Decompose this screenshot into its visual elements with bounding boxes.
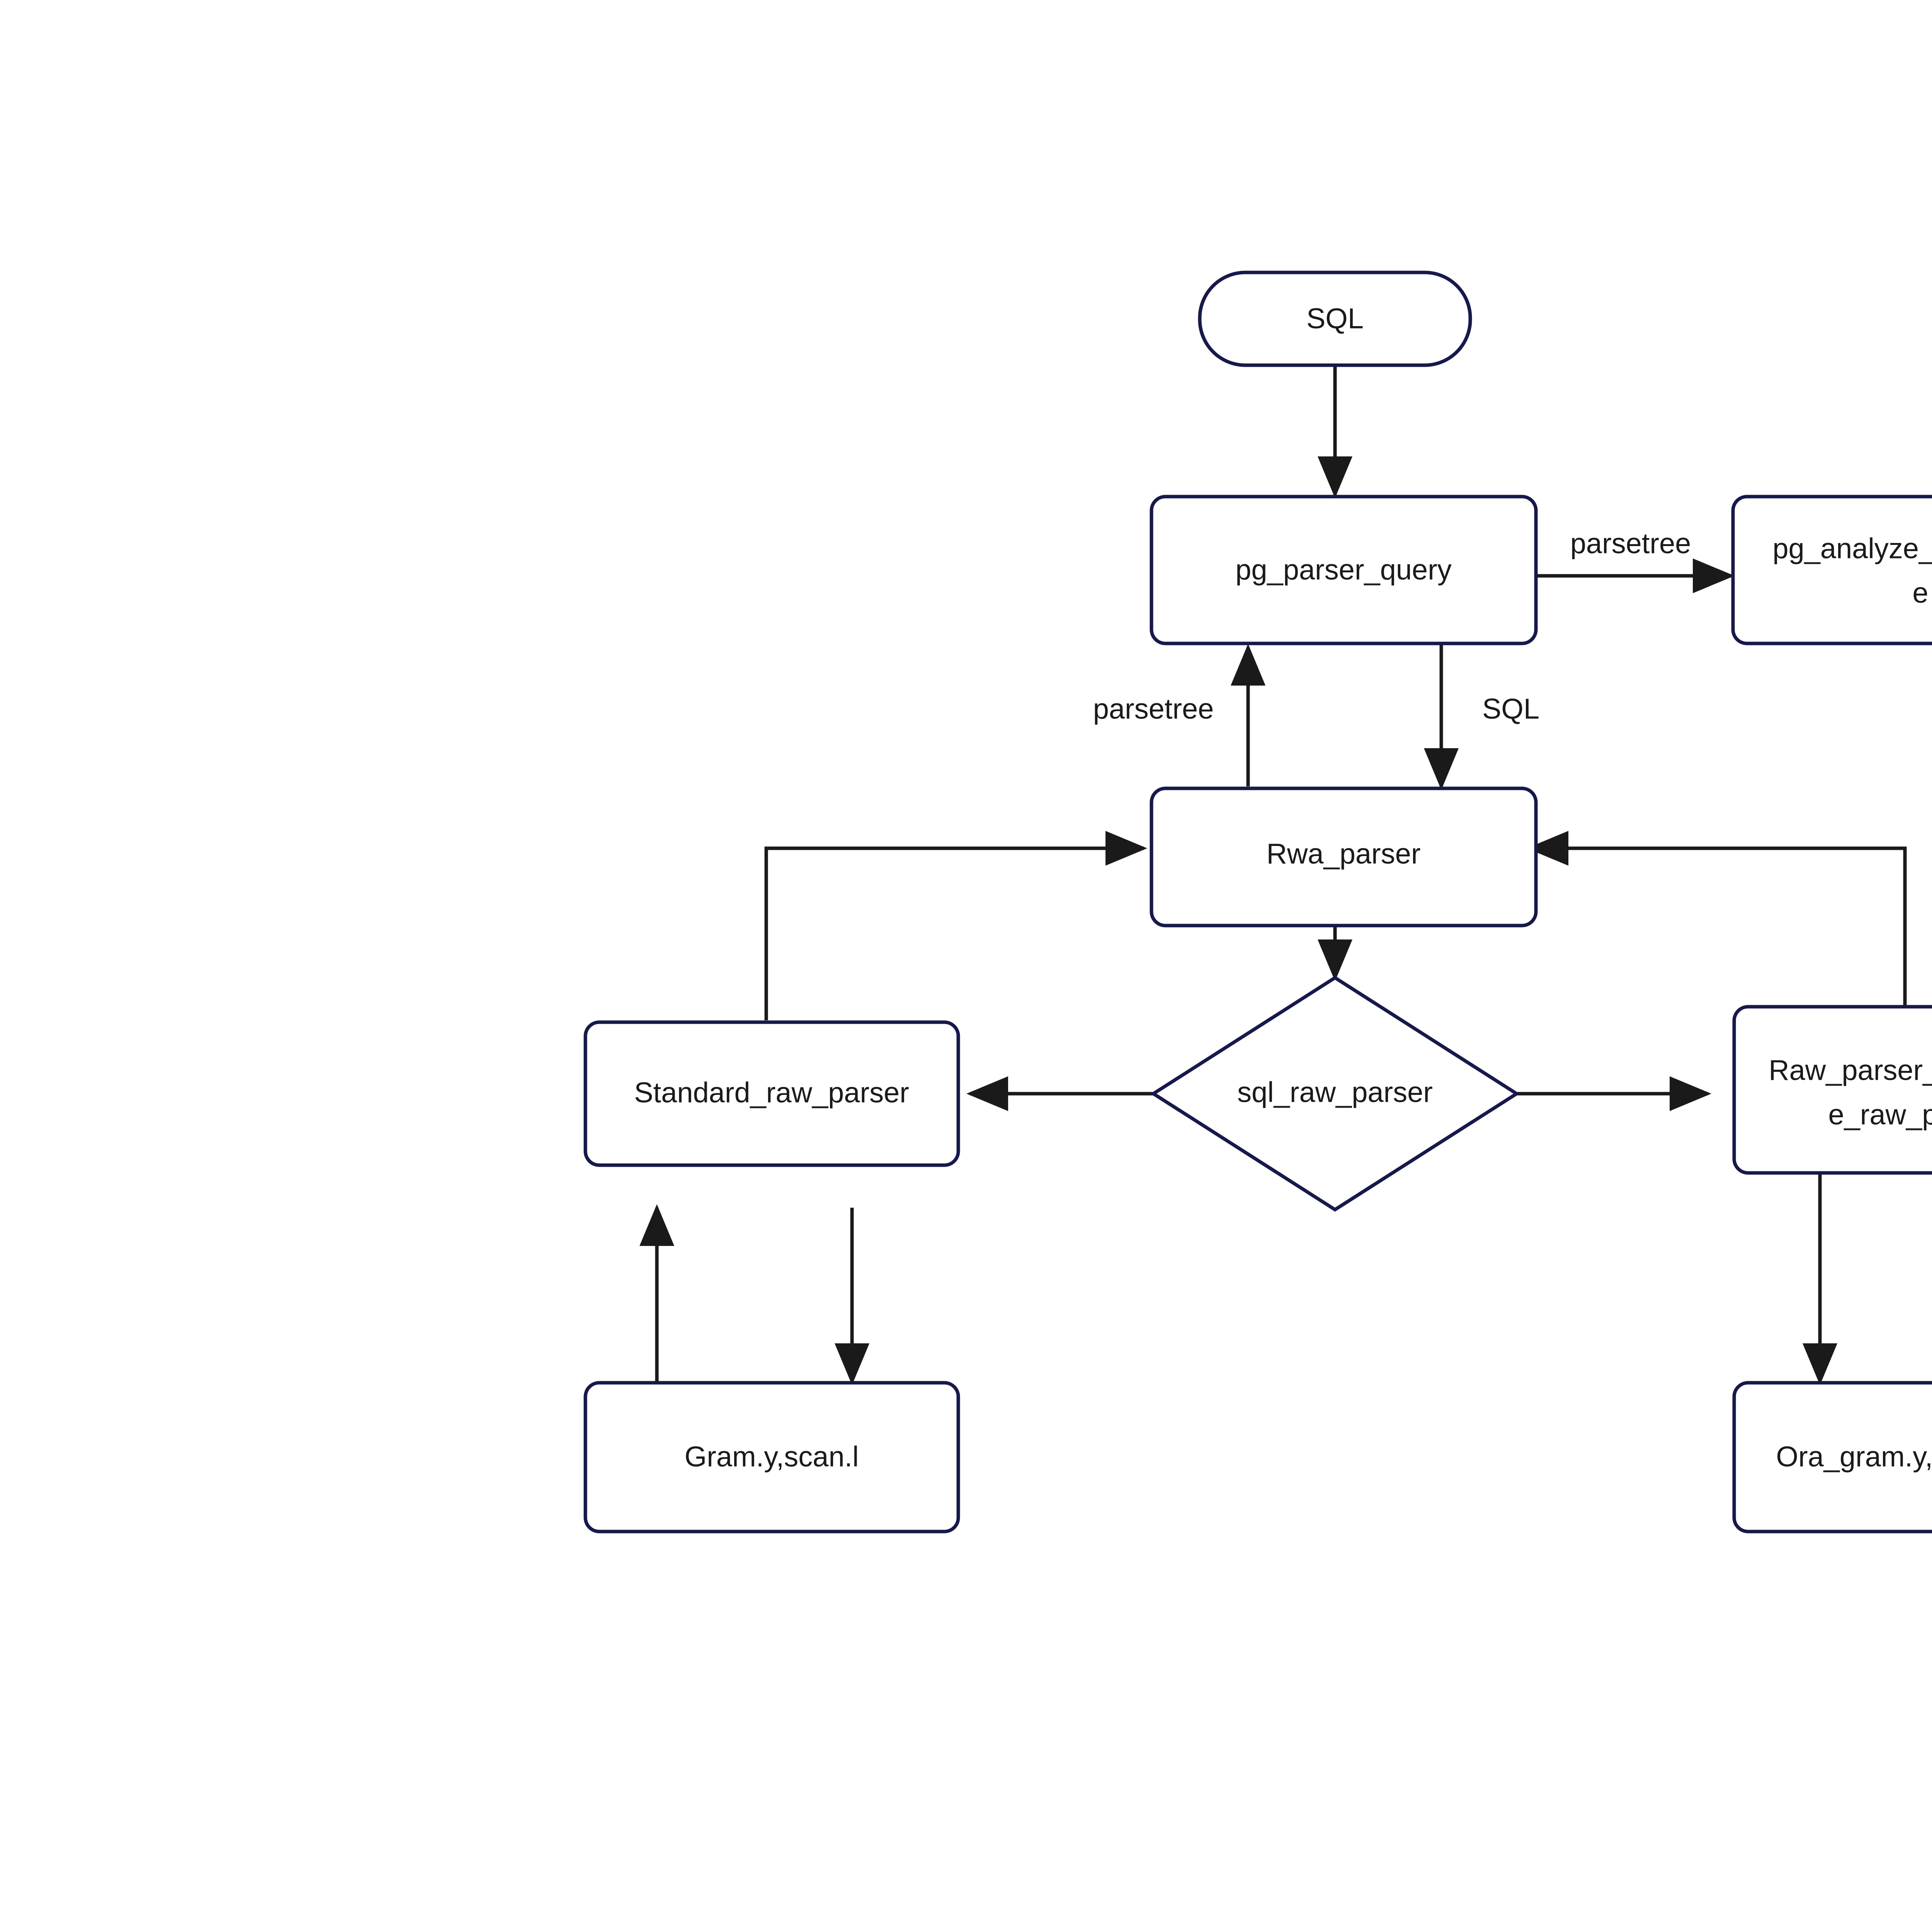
node-pg-analyze-and-rewrite[interactable]: pg_analyze_and_rewrit e: [1731, 495, 1932, 645]
edge-pg-parser-query-to-analyze: parsetree: [1536, 528, 1735, 593]
node-label-ora-gram-scan: Ora_gram.y,ora_scan.l: [1776, 1441, 1932, 1473]
edge-hook-to-rwa: [1527, 831, 1907, 1020]
edge-standard-to-rwa: [764, 831, 1147, 1020]
node-standard-raw-parser[interactable]: Standard_raw_parser: [583, 1020, 960, 1167]
edge-rwa-to-pg-parser-query: parsetree: [1093, 644, 1265, 786]
node-sql-raw-parser[interactable]: sql_raw_parser: [1150, 975, 1520, 1212]
node-label-pg-analyze-and-rewrite-line2: e: [1912, 577, 1928, 609]
node-label-sql-start: SQL: [1306, 303, 1364, 335]
edge-label-parsetree-up: parsetree: [1093, 693, 1214, 725]
node-label-pg-analyze-and-rewrite-line1: pg_analyze_and_rewrit: [1772, 533, 1932, 565]
node-label-raw-parser-hook-line2: e_raw_parser): [1828, 1099, 1932, 1131]
node-pg-parser-query[interactable]: pg_parser_query: [1150, 495, 1538, 645]
node-ora-gram-scan[interactable]: Ora_gram.y,ora_scan.l: [1732, 1381, 1932, 1533]
node-label-gram-scan: Gram.y,scan.l: [685, 1441, 859, 1473]
node-label-sql-raw-parser: sql_raw_parser: [1237, 1076, 1433, 1108]
node-label-raw-parser-hook-line1: Raw_parser_hook(oracl: [1769, 1054, 1932, 1086]
node-sql-start[interactable]: SQL: [1198, 271, 1472, 367]
node-label-standard-raw-parser: Standard_raw_parser: [634, 1077, 909, 1109]
node-label-pg-parser-query: pg_parser_query: [1235, 554, 1451, 586]
edge-pg-parser-query-to-rwa: SQL: [1424, 643, 1539, 790]
edge-label-sql-down: SQL: [1482, 693, 1539, 725]
node-label-rwa-parser: Rwa_parser: [1267, 838, 1421, 870]
node-raw-parser-hook[interactable]: Raw_parser_hook(oracl e_raw_parser): [1732, 1005, 1932, 1175]
node-gram-scan[interactable]: Gram.y,scan.l: [583, 1381, 960, 1533]
edge-label-parsetree-top: parsetree: [1570, 528, 1691, 560]
node-rwa-parser[interactable]: Rwa_parser: [1150, 786, 1538, 928]
